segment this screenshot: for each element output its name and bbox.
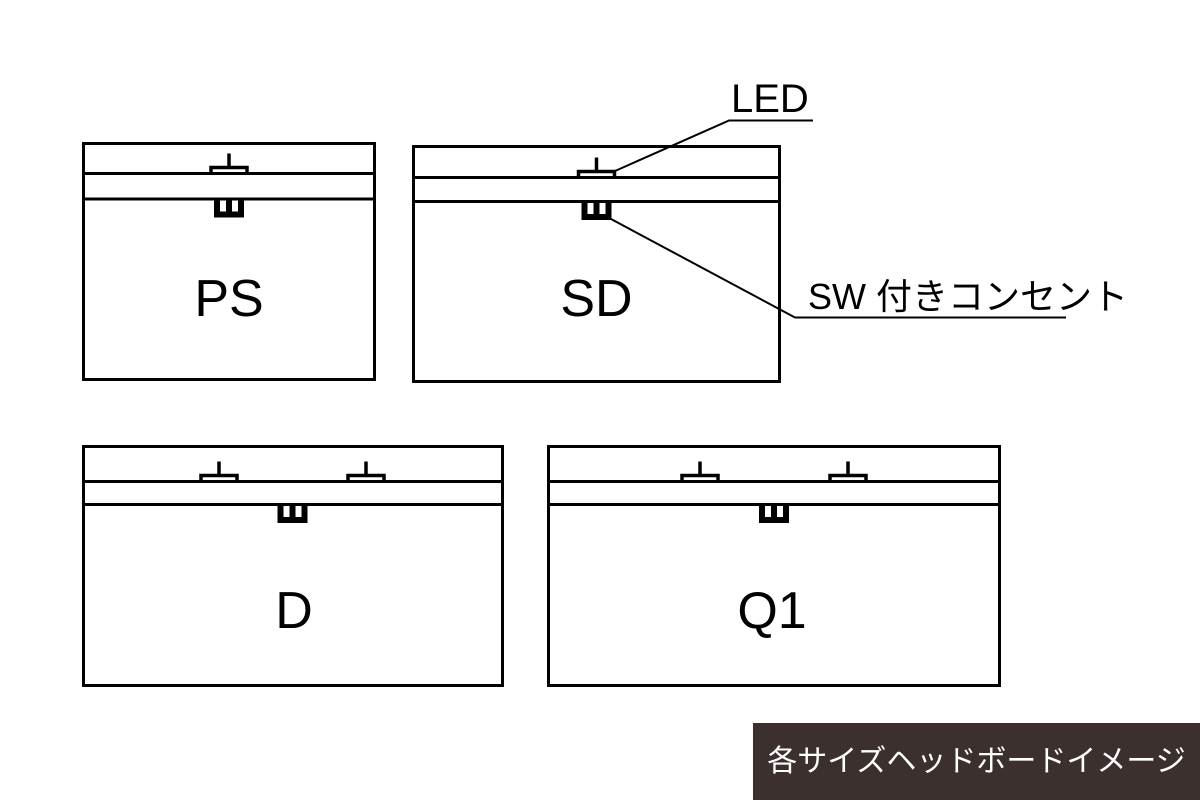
headboard-d-label: D [275,582,313,640]
led-annotation: LED [614,77,813,172]
headboard-q1-outline [547,445,1001,687]
led-icon [828,459,868,484]
headboard-d: D [82,445,504,687]
led-label: LED [731,77,809,121]
outlet-label: SW 付きコンセント [808,276,1128,317]
led-icon [680,459,720,484]
outlet-icon [759,503,789,523]
headboard-sd-label: SD [560,270,632,328]
headboard-ps-outline [82,142,376,381]
caption-banner: 各サイズヘッドボードイメージ [753,723,1200,800]
led-icon [199,459,239,484]
headboard-q1: Q1 [547,445,1001,687]
outlet-icon [581,200,612,220]
led-icon [346,459,386,484]
headboard-q1-label: Q1 [737,582,806,640]
outlet-annotation: SW 付きコンセント [610,218,1128,319]
headboard-sd: SD [412,145,781,383]
led-leader-line [614,119,813,172]
headboard-d-outline [82,445,504,687]
outlet-icon [214,197,244,218]
headboard-ps: PS [82,142,376,381]
led-icon [576,155,617,180]
led-icon [209,151,249,176]
outlet-leader-line [610,218,1066,319]
caption-background [753,723,1200,800]
outlet-icon [277,503,308,523]
headboard-sd-outline [412,145,781,383]
caption-text: 各サイズヘッドボードイメージ [767,745,1186,778]
headboard-ps-label: PS [194,270,263,328]
